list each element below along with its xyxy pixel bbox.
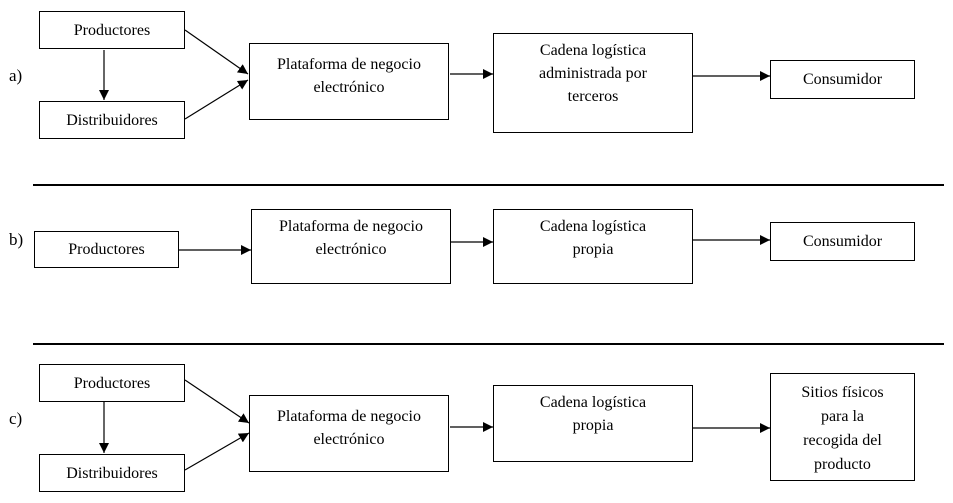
- panel-c-distributors-box: Distribuidores: [39, 454, 185, 492]
- panel-a-logistics-line-1: Cadena logística: [539, 42, 647, 59]
- panel-a-platform-line-2: electrónico: [313, 79, 385, 96]
- panel-a-distributors-text: Distribuidores: [66, 111, 158, 129]
- panel-b-label: b): [9, 230, 24, 249]
- panel-c-platform-line-1: Plataforma de negocio: [277, 408, 421, 425]
- panel-a-consumer-text: Consumidor: [802, 71, 883, 88]
- panel-b-consumer-text: Consumidor: [802, 233, 883, 250]
- panel-a-distributors-box: Distribuidores: [39, 101, 185, 139]
- panel-a-producers-box: Productores: [39, 11, 185, 49]
- panel-b-platform-box: Plataforma de negocio electrónico: [251, 209, 451, 284]
- panel-c-label: c): [9, 409, 23, 428]
- panel-c-logistics-line-1: Cadena logística: [539, 394, 647, 411]
- panel-b-consumer-box: Consumidor: [770, 222, 915, 261]
- panel-b-producers-box: Productores: [34, 231, 179, 268]
- divider-ab: [33, 184, 944, 186]
- panel-c-producers-text: Productores: [73, 374, 151, 392]
- panel-c-pickup-line-1: Sitios físicos: [801, 384, 884, 401]
- panel-b-platform-line-1: Plataforma de negocio: [279, 218, 423, 235]
- panel-b-logistics-line-1: Cadena logística: [539, 218, 647, 235]
- panel-a-logistics-box: Cadena logística administrada por tercer…: [493, 33, 693, 133]
- panel-c-producers-box: Productores: [39, 364, 185, 402]
- panel-c-distributors-text: Distribuidores: [66, 464, 158, 482]
- panel-c-pickup-line-3: recogida del: [803, 432, 882, 449]
- panel-c-pickup-sites-box: Sitios físicos para la recogida del prod…: [770, 373, 915, 481]
- panel-a-platform-line-1: Plataforma de negocio: [277, 56, 421, 73]
- panel-b-platform-line-2: electrónico: [315, 241, 387, 258]
- panel-b-producers-text: Productores: [68, 241, 145, 258]
- arrow-c-distributors-to-platform: [184, 432, 250, 471]
- panel-a-logistics-line-2: administrada por: [539, 65, 647, 82]
- panel-a-logistics-line-3: terceros: [567, 88, 619, 105]
- panel-b-logistics-line-2: propia: [572, 241, 614, 258]
- panel-b-logistics-box: Cadena logística propia: [493, 209, 693, 284]
- arrow-c-producers-to-platform: [184, 379, 250, 424]
- panel-c-logistics-box: Cadena logística propia: [493, 385, 693, 462]
- panel-c-pickup-line-4: producto: [814, 456, 871, 473]
- arrow-a-producers-to-platform: [184, 29, 249, 75]
- panel-c-logistics-line-2: propia: [572, 417, 614, 434]
- panel-c-pickup-line-2: para la: [820, 408, 865, 425]
- panel-a-producers-text: Productores: [73, 21, 151, 39]
- panel-a-label: a): [9, 66, 23, 85]
- panel-c-platform-line-2: electrónico: [313, 431, 385, 448]
- panel-a-consumer-box: Consumidor: [770, 60, 915, 99]
- divider-bc: [33, 343, 944, 345]
- arrow-a-distributors-to-platform: [184, 79, 249, 120]
- panel-a-platform-box: Plataforma de negocio electrónico: [249, 43, 449, 120]
- panel-c-platform-box: Plataforma de negocio electrónico: [249, 395, 449, 472]
